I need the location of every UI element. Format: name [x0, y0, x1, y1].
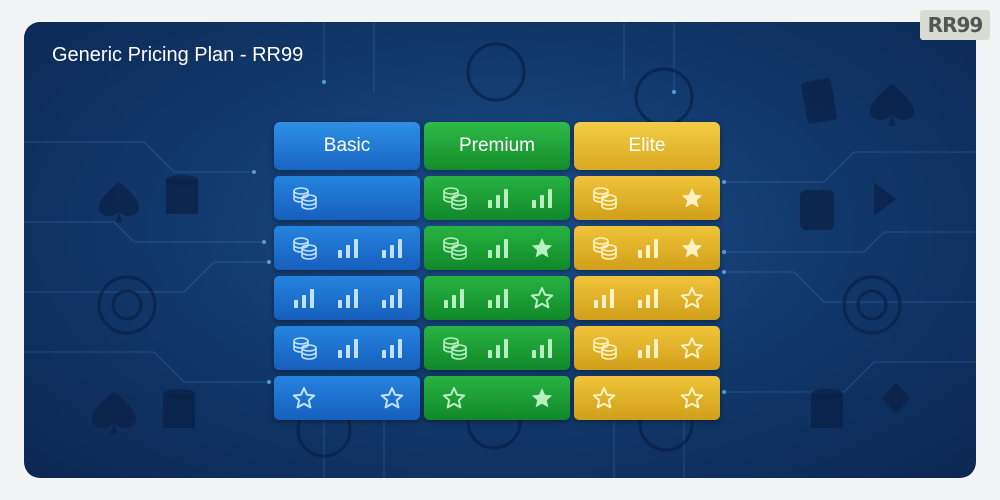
bar-chart-icon — [638, 289, 658, 308]
coins-icon — [593, 237, 617, 260]
feature-row — [424, 176, 570, 220]
plan-column-basic: Basic — [274, 122, 420, 420]
feature-row — [424, 326, 570, 370]
feature-row — [424, 276, 570, 320]
coins-icon — [293, 337, 317, 360]
feature-row — [574, 376, 720, 420]
plan-column-premium: Premium — [424, 122, 570, 420]
bar-chart-icon — [444, 289, 464, 308]
bar-chart-icon — [382, 239, 402, 258]
star-icon — [531, 238, 553, 258]
feature-row — [274, 226, 420, 270]
star-icon — [681, 188, 703, 208]
feature-row — [574, 276, 720, 320]
feature-row — [424, 226, 570, 270]
coins-icon — [443, 187, 467, 210]
star-outline-icon — [530, 287, 554, 309]
bar-chart-icon — [638, 339, 658, 358]
bar-chart-icon — [488, 189, 508, 208]
coins-icon — [443, 337, 467, 360]
casino-circuit-background — [24, 22, 976, 478]
bar-chart-icon — [338, 339, 358, 358]
star-icon — [681, 238, 703, 258]
feature-row — [574, 176, 720, 220]
bar-chart-icon — [638, 239, 658, 258]
coins-icon — [293, 187, 317, 210]
feature-row — [424, 376, 570, 420]
plan-header-premium[interactable]: Premium — [424, 122, 570, 170]
feature-row — [574, 226, 720, 270]
bar-chart-icon — [594, 289, 614, 308]
star-outline-icon — [680, 387, 704, 409]
bar-chart-icon — [338, 289, 358, 308]
star-outline-icon — [442, 387, 466, 409]
feature-row — [574, 326, 720, 370]
coins-icon — [293, 237, 317, 260]
star-outline-icon — [380, 387, 404, 409]
star-outline-icon — [592, 387, 616, 409]
bar-chart-icon — [338, 239, 358, 258]
coins-icon — [593, 337, 617, 360]
plan-column-elite: Elite — [574, 122, 720, 420]
bar-chart-icon — [382, 289, 402, 308]
feature-row — [274, 376, 420, 420]
bar-chart-icon — [532, 339, 552, 358]
star-icon — [531, 388, 553, 408]
bar-chart-icon — [382, 339, 402, 358]
coins-icon — [443, 237, 467, 260]
feature-row — [274, 326, 420, 370]
page-title: Generic Pricing Plan - RR99 — [52, 44, 304, 66]
star-outline-icon — [680, 337, 704, 359]
bar-chart-icon — [488, 339, 508, 358]
brand-logo: RR99 — [920, 10, 990, 40]
bar-chart-icon — [488, 289, 508, 308]
coins-icon — [593, 187, 617, 210]
bar-chart-icon — [488, 239, 508, 258]
plan-header-basic[interactable]: Basic — [274, 122, 420, 170]
feature-row — [274, 176, 420, 220]
plan-header-elite[interactable]: Elite — [574, 122, 720, 170]
star-outline-icon — [680, 287, 704, 309]
bar-chart-icon — [294, 289, 314, 308]
star-outline-icon — [292, 387, 316, 409]
bar-chart-icon — [532, 189, 552, 208]
feature-row — [274, 276, 420, 320]
